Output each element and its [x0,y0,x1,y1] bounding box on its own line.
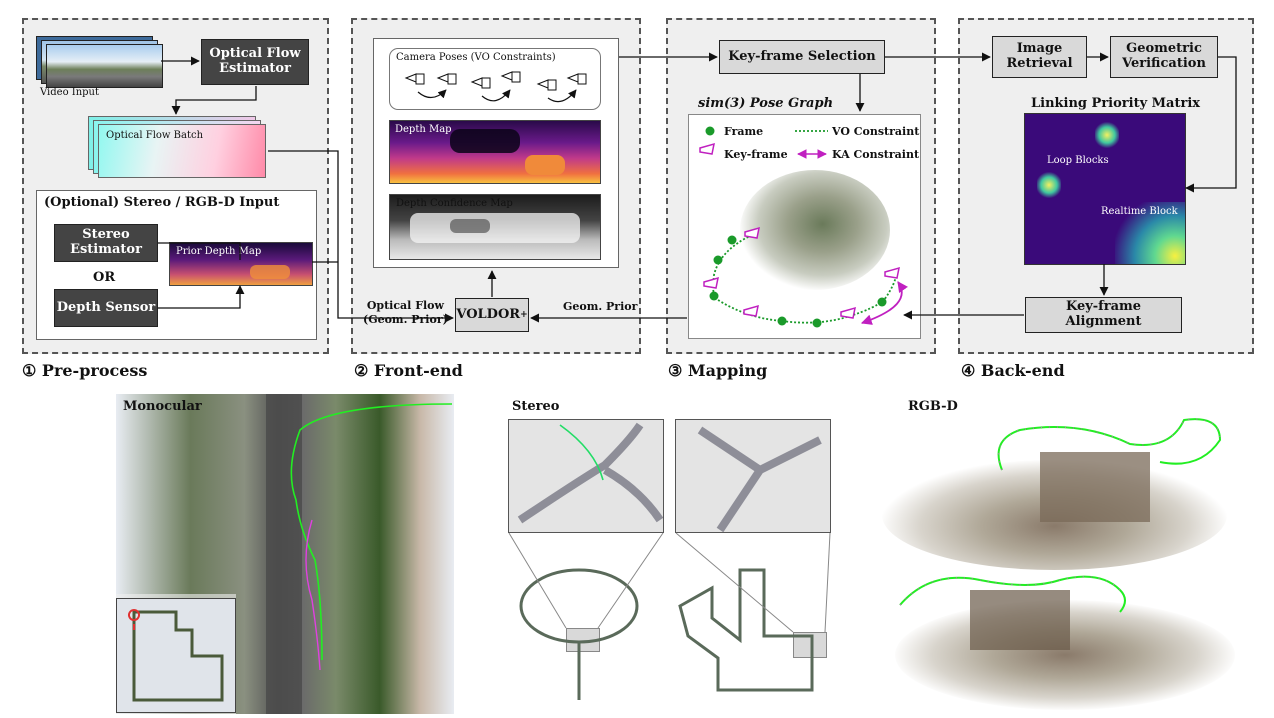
pose-graph-title: sim(3) Pose Graph [698,96,833,111]
stereo-zoom-1-roads [517,422,664,524]
monocular-inset-path [132,610,224,702]
linking-priority-matrix-title: Linking Priority Matrix [1031,96,1201,111]
stereo-zoom-1-trajectory [559,424,604,481]
monocular-keyframe-trajectory [305,519,321,671]
stereo-label: Stereo [512,399,560,414]
prior-depth-map-label: Prior Depth Map [176,246,262,257]
pose-graph-ka-arc [860,281,908,325]
camera-pose-arcs [417,89,577,103]
optical-flow-batch [88,116,268,178]
depth-sensor-box: Depth Sensor [54,289,158,327]
stereo-zoom-connector-2 [675,532,831,633]
arrows-frontend [487,52,718,323]
pose-graph-keyframes [703,226,900,319]
depth-confidence-map-image [389,194,601,260]
realtime-block-label: Realtime Block [1101,206,1178,217]
monocular-label: Monocular [123,399,202,414]
stereo-zoom-connector-1 [508,532,664,629]
keyframe-selection-box: Key-frame Selection [719,40,885,74]
video-input-label: Video Input [40,87,100,98]
stage-backend: ④ Back-end [961,361,1065,380]
loop-blocks-label: Loop Blocks [1047,155,1109,166]
legend-frame-dot [705,126,715,136]
optical-flow-edge-line1: Optical Flow [366,299,444,312]
stereo-loop-1 [519,568,639,644]
pose-graph-frames [709,235,887,328]
rgbd-trajectory-1 [997,418,1222,471]
legend-frame-label: Frame [724,125,764,138]
linking-priority-matrix-image [1024,113,1186,265]
legend-keyframe-label: Key-frame [724,148,788,161]
camera-poses-label: Camera Poses (VO Constraints) [396,52,556,63]
keyframe-alignment-box: Key-frame Alignment [1025,297,1182,333]
legend-ka-label: KA Constraint [832,148,920,161]
pose-graph-title-text: sim(3) Pose Graph [698,96,834,111]
rgbd-desk-1 [1040,452,1150,522]
optical-flow-estimator-box: Optical Flow Estimator [201,39,309,85]
stage-preprocess: ① Pre-process [22,361,148,380]
geometric-verification-box: Geometric Verification [1110,36,1218,78]
pose-graph-vo-path [712,234,898,324]
image-retrieval-box: Image Retrieval [992,36,1087,78]
stage-mapping: ③ Mapping [668,361,768,380]
geom-prior-edge-label: Geom. Prior [563,300,638,313]
stage-frontend: ② Front-end [354,361,463,380]
optical-flow-edge-line2: (Geom. Prior) [363,313,448,327]
depth-confidence-map-label: Depth Confidence Map [396,198,513,209]
legend-keyframe-icon [699,142,715,155]
optional-input-title: (Optional) Stereo / RGB-D Input [44,195,280,210]
rgbd-trajectory-2 [899,575,1126,613]
voldor-superscript: + [520,309,528,320]
voldor-box: VOLDOR+ [455,298,529,332]
rgbd-desk-2 [970,590,1070,650]
arrows-mapping-backend [855,52,1237,320]
rgbd-trajectory-1-keyframes [998,418,1221,471]
stereo-estimator-box: Stereo Estimator [54,224,158,262]
optical-flow-batch-label: Optical Flow Batch [106,130,204,141]
or-label: OR [93,270,116,285]
stereo-loop-2 [678,568,814,692]
optical-flow-edge-label: Optical Flow (Geom. Prior) [363,299,448,328]
stereo-zoom-2-roads [697,426,822,533]
monocular-trajectory [290,403,453,661]
legend-vo-label: VO Constraint [832,125,920,138]
arrows-preprocess [158,56,454,323]
pose-graph-point-cloud [740,170,890,290]
voldor-label: VOLDOR [456,306,521,322]
camera-pose-glyphs [404,71,587,91]
video-input-stack [36,36,163,88]
location-pin-icon [128,609,140,630]
depth-map-image [389,120,601,184]
depth-map-label: Depth Map [395,124,452,135]
rgbd-label: RGB-D [908,399,958,414]
